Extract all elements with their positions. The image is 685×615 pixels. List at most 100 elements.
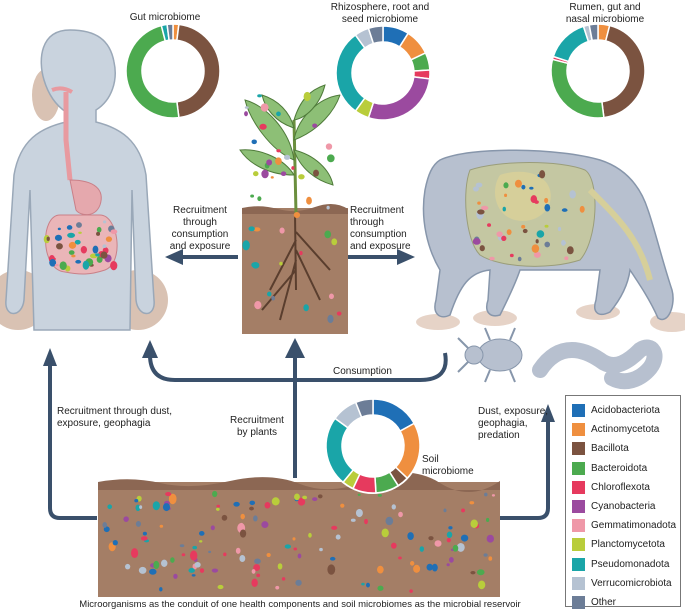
microbe-dot: [189, 550, 198, 561]
microbe-dot: [192, 545, 198, 550]
microbe-dot: [299, 251, 303, 256]
microbe-dot: [521, 224, 526, 229]
microbe-dot: [381, 528, 389, 538]
microbe-dot: [261, 521, 269, 529]
microbe-dot: [579, 205, 585, 213]
microbe-dot: [472, 238, 481, 245]
legend-item: Gemmatimonadota: [572, 516, 677, 535]
microbe-dot: [544, 224, 549, 228]
microbe-dot: [448, 557, 454, 563]
microbe-dot: [102, 522, 108, 528]
microbe-dot: [419, 546, 425, 552]
microbe-dot: [335, 534, 341, 540]
microbe-dot: [249, 500, 256, 506]
consumption-label: Consumption: [333, 366, 392, 377]
microbe-dot: [59, 261, 67, 270]
microbe-dot: [564, 256, 569, 261]
legend-swatch: [572, 461, 585, 475]
microbe-dot: [486, 534, 495, 543]
microbe-dot: [244, 106, 249, 109]
microbe-dot: [325, 143, 333, 150]
microbe-dot: [210, 525, 215, 531]
microbe-dot: [257, 94, 262, 98]
microbe-dot: [506, 229, 512, 236]
legend-label: Pseudomonadota: [591, 558, 670, 570]
microbe-dot: [521, 184, 526, 190]
microbe-dot: [71, 254, 76, 258]
microbe-dot: [57, 227, 61, 231]
microbe-dot: [291, 166, 295, 170]
microbe-dot: [254, 558, 261, 564]
microbe-dot: [487, 223, 492, 227]
microbe-dot: [92, 245, 99, 254]
microbe-dot: [102, 244, 107, 248]
legend-item: Bacillota: [572, 439, 674, 458]
microbe-dot: [317, 494, 323, 499]
microbe-dot: [475, 182, 483, 188]
dust-right-label: Dust, exposure, geophagia, predation: [478, 406, 549, 441]
microbe-dot: [102, 220, 107, 224]
microbe-dot: [66, 225, 73, 230]
legend-item: Actinomycetota: [572, 420, 674, 439]
microbe-dot: [297, 553, 302, 559]
microbe-dot: [103, 526, 110, 533]
microbe-dot: [517, 256, 522, 262]
plant: [239, 84, 348, 334]
legend-swatch: [572, 576, 585, 590]
microbe-dot: [561, 208, 568, 212]
microbe-dot: [350, 518, 356, 522]
microbe-dot: [327, 314, 334, 324]
legend-swatch: [572, 500, 585, 514]
microbe-dot: [244, 111, 248, 117]
microbe-dot: [173, 573, 178, 579]
arrows: [48, 255, 550, 520]
dust-left-label: Recruitment through dust, exposure, geop…: [57, 406, 173, 429]
microbe-dot: [275, 585, 280, 590]
legend-label: Planctomycetota: [591, 539, 665, 551]
microbe-dot: [476, 569, 485, 576]
legend-label: Bacillota: [591, 443, 629, 455]
microbe-dot: [239, 529, 247, 538]
microbe-dot: [409, 589, 413, 593]
recruitment-left-label: Recruitment through consumption and expo…: [169, 205, 231, 252]
microbe-dot: [277, 563, 283, 570]
donut-segment: [354, 398, 374, 419]
microbe-dot: [123, 516, 129, 522]
legend-label: Chloroflexota: [591, 481, 650, 493]
microbe-dot: [413, 564, 421, 573]
legend-swatch: [572, 442, 585, 456]
microbe-dot: [479, 245, 485, 252]
legend-label: Gemmatimonadota: [591, 520, 677, 532]
microbe-dot: [331, 525, 338, 530]
gut-microbiome-label: Gut microbiome: [129, 12, 201, 23]
microbe-dot: [188, 567, 195, 573]
microbe-dot: [221, 514, 228, 521]
microbe-dot: [216, 504, 221, 508]
microbe-dot: [535, 239, 539, 244]
microbe-dot: [181, 553, 186, 557]
microbe-dot: [135, 504, 141, 512]
microbe-dot: [233, 501, 240, 507]
microbe-dot: [242, 240, 250, 251]
cow: [416, 149, 685, 332]
microbe-dot: [297, 497, 306, 506]
microbe-dot: [366, 582, 370, 588]
microbe-dot: [280, 171, 287, 176]
microbe-dot: [428, 536, 434, 541]
soil-microbiome-label: Soil microbiome: [422, 454, 474, 477]
microbe-dot: [248, 226, 255, 232]
microbe-dot: [211, 568, 219, 573]
legend-label: Bacteroidota: [591, 462, 648, 474]
microbe-dot: [569, 190, 576, 199]
microbe-dot: [446, 563, 450, 567]
donut-segment: [166, 23, 174, 42]
microbe-dot: [251, 262, 259, 268]
microbe-dot: [327, 564, 336, 575]
microbe-dot: [68, 241, 77, 249]
microbe-dot: [484, 492, 488, 497]
microbe-dot: [283, 154, 291, 160]
microbe-dot: [54, 263, 59, 267]
microbe-dot: [179, 544, 185, 548]
microbe-dot: [270, 176, 274, 179]
